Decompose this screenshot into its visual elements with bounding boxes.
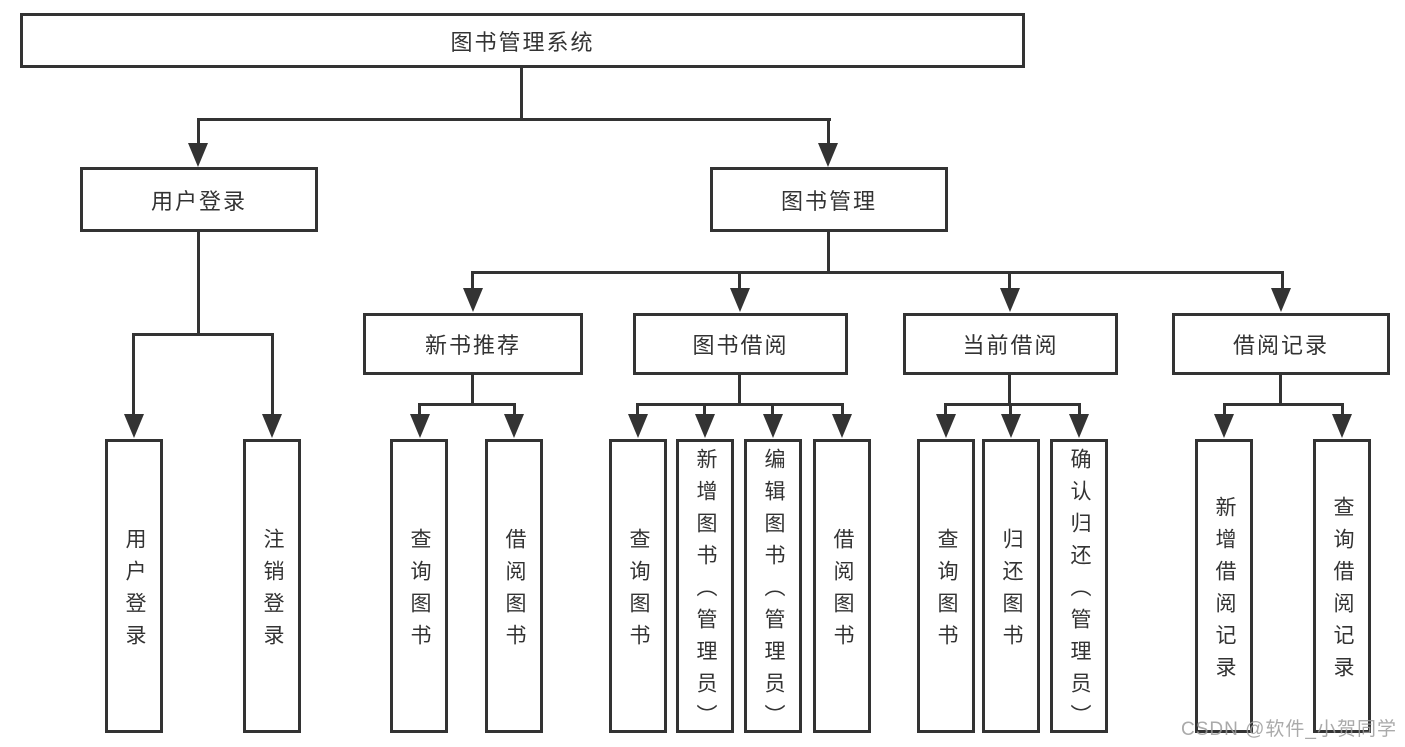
connector-drop-book-borrow — [738, 271, 741, 291]
leaf-label: 借阅图书 — [503, 527, 526, 656]
node-new-book-recommendation: 新书推荐 — [363, 313, 583, 375]
connector-book-mgmt-vline — [827, 232, 830, 274]
connector-drop-user-login — [197, 118, 200, 146]
connector-drop-leaf-logout — [271, 333, 274, 416]
connector-g1-drop2 — [513, 403, 516, 416]
node-book-borrowing: 图书借阅 — [633, 313, 848, 375]
connector-g2-vline — [738, 375, 741, 406]
connector-g3-bus — [944, 403, 1081, 406]
leaf-label: 查询借阅记录 — [1331, 495, 1354, 688]
arrow-down-icon — [504, 414, 524, 438]
leaf-label: 确认归还（管理员） — [1068, 447, 1091, 736]
connector-g2-drop3 — [771, 403, 774, 416]
connector-g2-drop2 — [703, 403, 706, 416]
connector-g2-bus — [636, 403, 844, 406]
leaf-label: 查询图书 — [935, 527, 958, 656]
node-borrowing-records: 借阅记录 — [1172, 313, 1390, 375]
connector-root-bus — [197, 118, 831, 121]
leaf-label: 注销登录 — [261, 527, 284, 656]
connector-drop-book-management — [827, 118, 830, 146]
connector-g4-vline — [1279, 375, 1282, 406]
connector-g3-drop3 — [1078, 403, 1081, 416]
leaf-query-books-current: 查询图书 — [917, 439, 975, 733]
leaf-add-books-admin: 新增图书（管理员） — [676, 439, 734, 736]
leaf-label: 查询图书 — [408, 527, 431, 656]
leaf-borrow-books-borrowing: 借阅图书 — [813, 439, 871, 733]
arrow-down-icon — [818, 143, 838, 167]
connector-g4-bus — [1223, 403, 1344, 406]
leaf-query-books-recommend: 查询图书 — [390, 439, 448, 733]
connector-g3-drop2 — [1009, 403, 1012, 416]
connector-drop-borrow-records — [1281, 271, 1284, 291]
connector-user-login-bus — [132, 333, 274, 336]
node-label: 当前借阅 — [962, 333, 1059, 358]
node-label: 图书管理 — [780, 188, 877, 214]
leaf-borrow-books-recommend: 借阅图书 — [485, 439, 543, 733]
leaf-add-borrow-record: 新增借阅记录 — [1195, 439, 1253, 733]
leaf-label: 查询图书 — [627, 527, 650, 656]
arrow-down-icon — [1000, 288, 1020, 312]
connector-user-login-vline — [197, 232, 200, 336]
node-book-management: 图书管理 — [710, 167, 948, 232]
connector-drop-current-borrow — [1008, 271, 1011, 291]
arrow-down-icon — [1271, 288, 1291, 312]
connector-g3-drop1 — [944, 403, 947, 416]
connector-g4-drop2 — [1341, 403, 1344, 416]
node-user-login: 用户登录 — [80, 167, 318, 232]
node-label: 图书管理系统 — [450, 29, 595, 55]
connector-g3-vline — [1008, 375, 1011, 406]
leaf-label: 编辑图书（管理员） — [762, 447, 785, 736]
leaf-label: 新增图书（管理员） — [694, 447, 717, 736]
arrow-down-icon — [1001, 414, 1021, 438]
connector-g4-drop1 — [1223, 403, 1226, 416]
arrow-down-icon — [763, 414, 783, 438]
arrow-down-icon — [695, 414, 715, 438]
arrow-down-icon — [832, 414, 852, 438]
arrow-down-icon — [628, 414, 648, 438]
connector-book-mgmt-bus — [471, 271, 1284, 274]
node-label: 图书借阅 — [692, 333, 789, 358]
arrow-down-icon — [936, 414, 956, 438]
connector-g1-vline — [471, 375, 474, 406]
connector-drop-leaf-login — [132, 333, 135, 416]
node-label: 借阅记录 — [1232, 333, 1329, 358]
csdn-watermark: CSDN @软件_小贺同学 — [1181, 719, 1397, 740]
connector-root-vline — [520, 68, 523, 120]
arrow-down-icon — [1332, 414, 1352, 438]
arrow-down-icon — [1069, 414, 1089, 438]
node-label: 新书推荐 — [424, 333, 521, 358]
arrow-down-icon — [188, 143, 208, 167]
leaf-user-login: 用户登录 — [105, 439, 163, 733]
leaf-label: 归还图书 — [1000, 527, 1023, 656]
leaf-label: 新增借阅记录 — [1213, 495, 1236, 688]
connector-g1-bus — [418, 403, 516, 406]
connector-g2-drop4 — [841, 403, 844, 416]
leaf-query-borrow-record: 查询借阅记录 — [1313, 439, 1371, 733]
arrow-down-icon — [124, 414, 144, 438]
node-label: 用户登录 — [150, 188, 247, 214]
leaf-edit-books-admin: 编辑图书（管理员） — [744, 439, 802, 736]
leaf-confirm-return-admin: 确认归还（管理员） — [1050, 439, 1108, 736]
leaf-query-books-borrowing: 查询图书 — [609, 439, 667, 733]
leaf-logout: 注销登录 — [243, 439, 301, 733]
arrow-down-icon — [1214, 414, 1234, 438]
leaf-return-books: 归还图书 — [982, 439, 1040, 733]
arrow-down-icon — [730, 288, 750, 312]
connector-drop-new-book — [471, 271, 474, 291]
leaf-label: 借阅图书 — [831, 527, 854, 656]
connector-g1-drop1 — [418, 403, 421, 416]
node-current-borrowing: 当前借阅 — [903, 313, 1118, 375]
arrow-down-icon — [262, 414, 282, 438]
leaf-label: 用户登录 — [123, 527, 146, 656]
connector-g2-drop1 — [636, 403, 639, 416]
node-library-management-system: 图书管理系统 — [20, 13, 1025, 68]
arrow-down-icon — [463, 288, 483, 312]
arrow-down-icon — [410, 414, 430, 438]
